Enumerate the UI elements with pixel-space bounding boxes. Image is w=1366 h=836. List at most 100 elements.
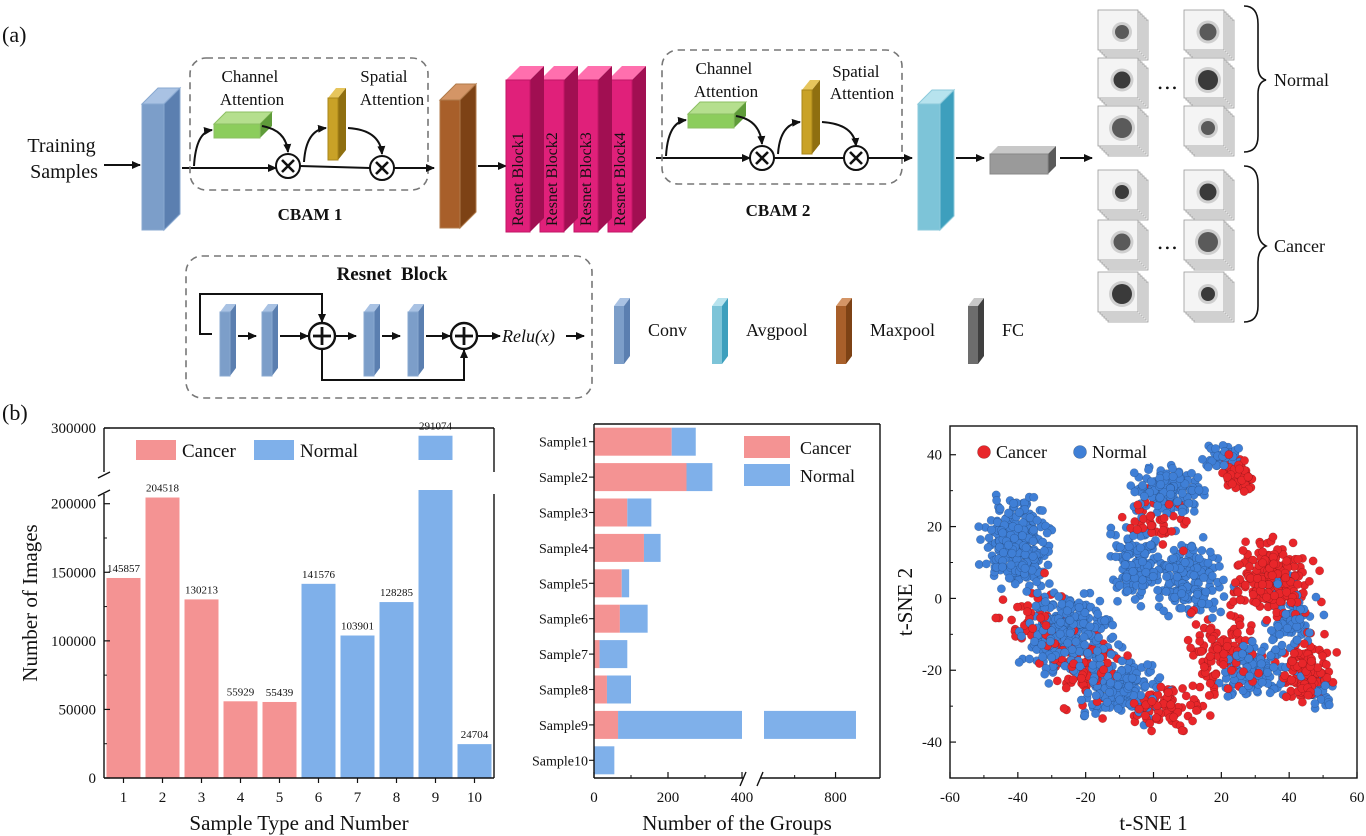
point-normal xyxy=(1168,553,1178,563)
point-normal xyxy=(1138,575,1148,585)
point-normal xyxy=(1032,577,1042,587)
point-normal xyxy=(1123,586,1132,596)
cell xyxy=(1198,70,1218,90)
point-normal xyxy=(1172,572,1182,582)
point-normal xyxy=(1159,606,1169,616)
cbam1-line-mid xyxy=(299,165,371,169)
point-normal xyxy=(1193,472,1203,482)
point-normal xyxy=(1079,632,1089,642)
point-normal xyxy=(1124,681,1134,691)
conv-icon xyxy=(407,304,424,377)
point-normal xyxy=(1164,563,1174,573)
point-normal xyxy=(1170,592,1180,602)
point-cancer xyxy=(1262,615,1272,625)
bar-4-value-label: 55929 xyxy=(227,686,255,698)
point-cancer xyxy=(1040,568,1050,578)
point-normal xyxy=(1177,507,1187,517)
point-normal xyxy=(1106,649,1116,659)
point-normal xyxy=(1115,695,1125,705)
point-cancer xyxy=(1129,698,1139,708)
point-normal xyxy=(1060,648,1070,657)
point-cancer xyxy=(1140,711,1150,720)
point-normal xyxy=(1266,650,1276,660)
point-cancer xyxy=(1280,670,1290,680)
point-cancer xyxy=(1251,598,1261,608)
image-stack xyxy=(1097,57,1149,109)
point-normal xyxy=(1139,491,1149,501)
y-tick-label: -20 xyxy=(922,663,942,679)
bar-sample9-normal-after-break xyxy=(764,710,856,739)
point-cancer xyxy=(1036,613,1046,623)
point-normal xyxy=(1211,444,1221,454)
point-normal xyxy=(1127,673,1137,683)
cbam2-spatial-arrow-in xyxy=(777,118,801,155)
point-normal xyxy=(1054,592,1064,602)
point-cancer xyxy=(1199,662,1209,672)
image-stack xyxy=(1183,169,1235,221)
point-normal xyxy=(1037,640,1047,650)
conv-icon xyxy=(261,304,278,377)
point-normal xyxy=(1153,585,1163,595)
point-cancer xyxy=(1304,576,1314,586)
point-normal xyxy=(1141,567,1151,577)
point-normal xyxy=(1197,454,1207,464)
point-cancer xyxy=(1145,511,1155,521)
point-normal xyxy=(1029,525,1039,535)
point-normal xyxy=(1199,573,1209,583)
point-cancer xyxy=(1222,472,1232,482)
point-normal xyxy=(1194,485,1204,495)
point-normal xyxy=(1014,657,1024,667)
point-normal xyxy=(1007,548,1017,558)
point-cancer xyxy=(1258,547,1268,557)
point-cancer xyxy=(1169,712,1179,722)
point-normal xyxy=(976,535,985,545)
point-cancer xyxy=(1238,546,1248,555)
point-normal xyxy=(1319,610,1329,620)
legend-label-cancer: Cancer xyxy=(800,438,851,458)
x-tick-label: 60 xyxy=(1350,790,1365,806)
cbam1-channel-attention-block xyxy=(212,111,274,139)
bar-sample9-cancer xyxy=(594,710,619,739)
point-normal xyxy=(1203,558,1213,568)
point-cancer xyxy=(1234,464,1244,474)
point-normal xyxy=(1076,695,1086,705)
point-normal xyxy=(1153,552,1163,562)
cbam1-multiply-1 xyxy=(275,153,301,179)
point-normal xyxy=(1010,579,1020,589)
point-normal xyxy=(1189,506,1199,516)
x-tick-label: -60 xyxy=(940,790,960,806)
point-cancer xyxy=(1183,635,1193,645)
point-normal xyxy=(1094,633,1104,642)
point-cancer xyxy=(1281,573,1291,583)
point-cancer xyxy=(1218,660,1228,670)
output-ellipsis-normal: • • • xyxy=(1158,81,1177,95)
point-normal xyxy=(1100,616,1110,626)
point-normal xyxy=(983,543,993,553)
point-cancer xyxy=(1282,556,1291,566)
legend-label: Maxpool xyxy=(870,320,935,340)
point-normal xyxy=(1111,552,1121,562)
legend-swatch-cancer xyxy=(136,440,176,460)
point-normal xyxy=(1130,487,1140,497)
point-cancer xyxy=(1224,450,1234,460)
point-cancer xyxy=(1230,578,1240,588)
point-normal xyxy=(1135,543,1145,553)
point-cancer xyxy=(1158,525,1168,535)
bar-7 xyxy=(340,635,375,778)
point-cancer xyxy=(1204,691,1214,700)
legend-item-fc: FC xyxy=(968,298,1024,364)
point-normal xyxy=(998,528,1008,538)
point-normal xyxy=(1038,537,1048,547)
resnet-add-2 xyxy=(449,321,479,351)
images-bar-chart: 1458571204518213021335592945543951415766… xyxy=(18,421,495,835)
point-cancer xyxy=(1270,591,1279,601)
y-tick-label: Sample1 xyxy=(539,436,588,451)
resnet-detail-box xyxy=(185,255,593,399)
bar-sample1-normal xyxy=(671,427,696,456)
point-cancer xyxy=(1123,651,1133,661)
bar-8 xyxy=(379,602,414,778)
point-normal xyxy=(1187,468,1197,478)
bar-sample5-normal xyxy=(621,569,630,598)
point-normal xyxy=(1247,637,1257,646)
cbam2-spatial-attention-block xyxy=(801,80,820,155)
